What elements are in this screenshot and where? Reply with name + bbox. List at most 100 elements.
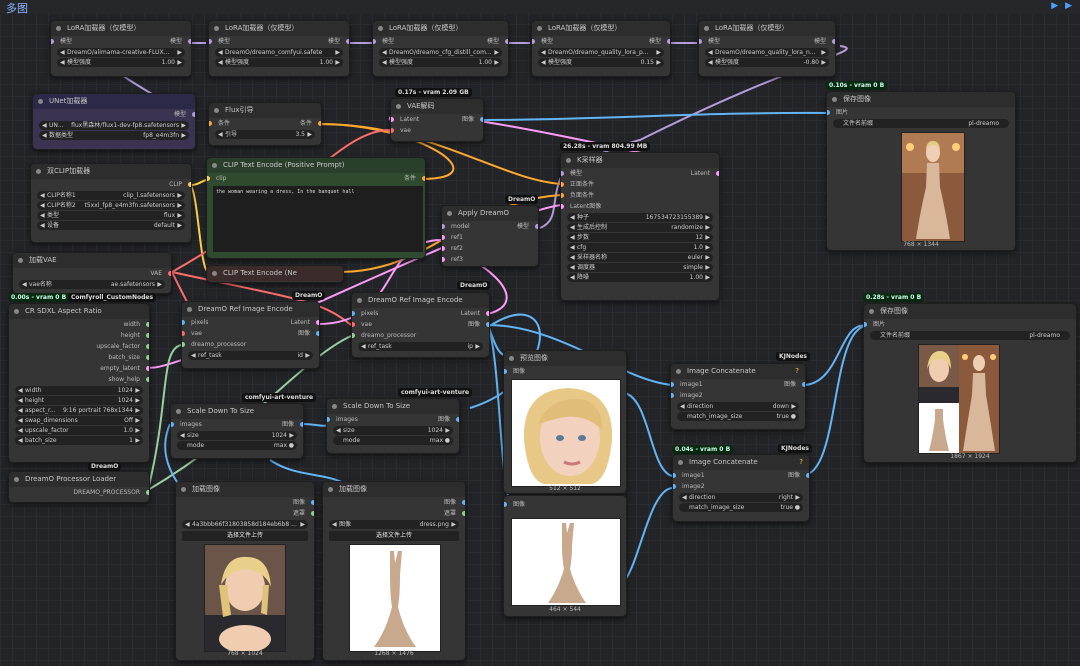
collapse-dot-icon[interactable] — [56, 26, 61, 31]
upload-button[interactable]: 选择文件上传 — [182, 531, 308, 541]
positive-input[interactable]: 正面条件 — [570, 181, 595, 188]
clip-text-encode-negative-node[interactable]: CLIP Text Encode (Ne — [206, 265, 344, 283]
image1-input[interactable]: image1 — [680, 381, 703, 388]
clip-output[interactable]: CLIP — [169, 181, 182, 188]
latent-output[interactable]: Latent — [460, 310, 480, 317]
model-input[interactable]: model — [451, 223, 470, 230]
ref1-input[interactable]: ref1 — [451, 234, 463, 241]
collapse-dot-icon[interactable] — [38, 99, 43, 104]
processor-input[interactable]: dreamo_processor — [191, 341, 247, 348]
model-input[interactable]: 模型 — [541, 38, 554, 45]
collapse-dot-icon[interactable] — [176, 409, 181, 414]
ref3-input[interactable]: ref3 — [451, 256, 463, 263]
image1-input[interactable]: image1 — [682, 472, 705, 479]
image-input[interactable]: 图片 — [873, 321, 886, 328]
image-output[interactable]: 图像 — [467, 321, 480, 328]
negative-input[interactable]: 负面条件 — [570, 192, 595, 199]
collapse-dot-icon[interactable] — [36, 169, 41, 174]
images-input[interactable]: images — [180, 421, 202, 428]
cond-output[interactable]: 条件 — [403, 175, 416, 182]
strength-field[interactable]: ◀模型强度-0.80▶ — [705, 58, 829, 67]
height-output[interactable]: height — [120, 332, 140, 339]
collapse-dot-icon[interactable] — [509, 356, 514, 361]
collapse-dot-icon[interactable] — [14, 477, 19, 482]
pixels-input[interactable]: pixels — [361, 310, 379, 317]
model-input[interactable]: 模型 — [218, 38, 231, 45]
image-input[interactable]: 图像 — [513, 368, 526, 375]
collapse-dot-icon[interactable] — [187, 307, 192, 312]
image-output[interactable]: 图像 — [292, 499, 305, 506]
model-output[interactable]: 模型 — [173, 111, 186, 118]
show-help-output[interactable]: show_help — [108, 376, 140, 383]
lora-name-select[interactable]: ◀DreamO/dreamo_quality_lora_p...▶ — [538, 48, 664, 57]
latent-output[interactable]: Latent — [690, 170, 710, 177]
clip-input[interactable]: clip — [216, 175, 227, 182]
lora-name-select[interactable]: ◀DreamO/dreamo_quality_lora_n...▶ — [705, 48, 829, 57]
image-output[interactable]: 图像 — [297, 330, 310, 337]
upscale-factor-output[interactable]: upscale_factor — [96, 343, 140, 350]
image-file-select[interactable]: ◀4a3bbb66f31803858d184eb6b8 ...▶ — [182, 520, 308, 529]
width-output[interactable]: width — [123, 321, 140, 328]
image2-input[interactable]: image2 — [680, 392, 703, 399]
prompt-textarea[interactable] — [213, 186, 423, 252]
latent-output[interactable]: Latent — [290, 319, 310, 326]
lora-name-select[interactable]: ◀DreamO/alimama-creative-FLUX...▶ — [57, 48, 185, 57]
ref2-input[interactable]: ref2 — [451, 245, 463, 252]
images-input[interactable]: images — [336, 416, 358, 423]
image-output[interactable]: 图像 — [787, 472, 800, 479]
collapse-dot-icon[interactable] — [214, 108, 219, 113]
load-image-node-1[interactable]: 加载图像 图像 遮罩 ◀4a3bbb66f31803858d184eb6b8 .… — [175, 481, 315, 661]
dreamo-processor-loader-node[interactable]: DreamO Processor Loader DREAMO_PROCESSOR — [8, 471, 150, 503]
collapse-dot-icon[interactable] — [212, 163, 217, 168]
model-output[interactable]: 模型 — [648, 38, 661, 45]
collapse-dot-icon[interactable] — [181, 487, 186, 492]
latent-input[interactable]: Latent — [400, 116, 420, 123]
image-input[interactable]: 图片 — [836, 109, 849, 116]
unet-loader-node[interactable]: UNet加载器 模型 ◀UN...flux黑森林/flux1-dev-fp8.s… — [32, 93, 196, 150]
collapse-dot-icon[interactable] — [328, 487, 333, 492]
preview-image-node[interactable]: 预览图像 图像 512 × 512 — [503, 350, 627, 494]
model-input[interactable]: 模型 — [570, 170, 583, 177]
batch-size-output[interactable]: batch_size — [108, 354, 140, 361]
collapse-dot-icon[interactable] — [18, 258, 23, 263]
collapse-dot-icon[interactable] — [357, 298, 362, 303]
image-output[interactable]: 图像 — [281, 421, 294, 428]
vae-input[interactable]: vae — [400, 127, 411, 134]
image-output[interactable]: 图像 — [783, 381, 796, 388]
collapse-dot-icon[interactable] — [212, 271, 217, 276]
empty-latent-output[interactable]: empty_latent — [100, 365, 140, 372]
lora-loader-node-2[interactable]: LoRA加载器（仅模型） 模型模型 ◀DreamO/dreamo_comfyui… — [208, 20, 350, 77]
unet-name-select[interactable]: ◀UN...flux黑森林/flux1-dev-fp8.safetensors▶ — [39, 121, 189, 130]
vae-input[interactable]: vae — [191, 330, 202, 337]
lora-loader-node-1[interactable]: LoRA加载器（仅模型） 模型模型 ◀DreamO/alimama-creati… — [50, 20, 192, 77]
